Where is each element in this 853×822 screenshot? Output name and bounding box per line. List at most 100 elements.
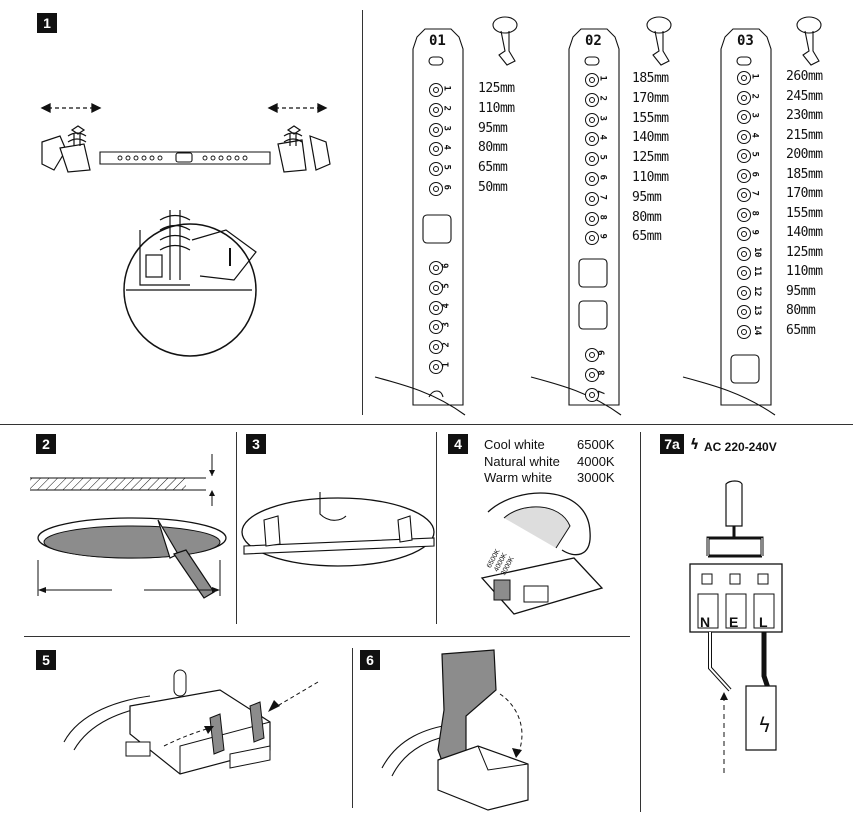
size-label: 95mm [786, 283, 816, 299]
mounting-hole [737, 324, 751, 339]
mounting-hole [737, 207, 751, 222]
step-6-badge: 6 [360, 650, 380, 670]
cct-natural-kelvin: 4000K [577, 454, 615, 469]
mounting-hole [585, 211, 599, 226]
mounting-hole [429, 102, 443, 117]
divider-5-6 [352, 648, 353, 808]
hole-number: 5 [597, 154, 608, 160]
step-7a-badge: 7a [660, 434, 684, 454]
step-6-illustration [381, 649, 529, 811]
mounting-hole [737, 71, 751, 85]
size-label: 140mm [632, 130, 669, 146]
mounting-hole [585, 112, 599, 127]
size-label: 125mm [632, 150, 669, 166]
size-label: 215mm [786, 127, 823, 143]
divider-top-horizontal [0, 424, 853, 425]
step-1-illustration [40, 102, 331, 357]
hole-number: 4 [441, 303, 452, 309]
step-2-illustration [30, 454, 227, 599]
hole-number: 9 [749, 229, 760, 235]
hole-number: 6 [597, 174, 608, 180]
hole-number: 5 [441, 283, 452, 289]
hole-number: 5 [749, 151, 760, 157]
hole-number: 6 [441, 263, 452, 269]
size-label: 110mm [786, 264, 823, 279]
hole-number: 6 [749, 171, 760, 176]
step-1-badge: 1 [37, 13, 57, 33]
size-label: 80mm [786, 303, 816, 318]
hole-number: 7 [597, 194, 608, 200]
mounting-hole [737, 149, 751, 163]
terminal-n: N [700, 614, 711, 630]
step-5-illustration [63, 669, 319, 775]
size-label: 65mm [632, 229, 662, 245]
mounting-hole [429, 280, 443, 295]
size-label: 95mm [632, 189, 662, 205]
hole-number: 5 [441, 164, 452, 170]
size-label: 140mm [786, 225, 823, 240]
hole-number: 3 [597, 115, 608, 121]
size-label: 245mm [786, 88, 823, 104]
size-label: 155mm [786, 205, 823, 221]
hole-number: 4 [441, 144, 452, 150]
mounting-hole [585, 348, 599, 362]
size-label: 110mm [632, 170, 669, 185]
divider-2-3 [236, 432, 237, 624]
mounting-hole [429, 360, 443, 374]
cct-cool-kelvin: 6500K [577, 437, 615, 452]
hole-number: 3 [441, 125, 452, 131]
hole-number: 9 [597, 350, 608, 356]
mounting-hole [585, 73, 599, 87]
mounting-hole [585, 231, 599, 246]
mounting-hole [429, 182, 443, 196]
size-label: 260mm [786, 69, 823, 84]
step-3-badge: 3 [246, 434, 266, 454]
mounting-hole [429, 340, 443, 355]
size-label: 65mm [786, 322, 816, 338]
hole-number: 1 [749, 73, 760, 79]
mounting-hole [429, 300, 443, 315]
hole-number: 7 [597, 390, 608, 396]
size-label: 65mm [478, 160, 508, 176]
bracket-01-label: 01 [429, 33, 446, 49]
hole-number: 8 [749, 210, 760, 215]
hole-number: 2 [441, 342, 452, 348]
size-label: 80mm [478, 140, 508, 156]
size-label: 230mm [786, 108, 823, 123]
mounting-hole [737, 246, 751, 261]
size-label: 155mm [632, 110, 669, 126]
mounting-hole [585, 92, 599, 107]
size-label: 170mm [786, 186, 823, 201]
hole-number: 4 [597, 134, 608, 140]
mounting-hole [737, 129, 751, 144]
hole-number: 1 [441, 362, 452, 368]
mounting-hole [737, 110, 751, 124]
mounting-hole [429, 261, 443, 275]
mounting-hole [429, 83, 443, 97]
step-7a-illustration: ϟ [689, 480, 783, 776]
hole-number: 11 [751, 266, 762, 276]
mounting-hole [737, 168, 751, 183]
size-label: 200mm [786, 147, 823, 162]
size-label: 80mm [632, 209, 662, 225]
divider-top-vertical [362, 10, 363, 415]
hole-number: 13 [751, 305, 762, 315]
mounting-hole [737, 305, 751, 319]
hole-number: 1 [441, 85, 452, 91]
step-4-badge: 4 [448, 434, 468, 454]
mounting-hole [585, 367, 599, 382]
hole-number: 3 [749, 112, 760, 118]
bracket-03-label: 03 [737, 33, 754, 49]
hole-number: 7 [749, 190, 760, 196]
mounting-hole [737, 266, 751, 280]
hole-number: 8 [597, 370, 608, 376]
mounting-hole [585, 152, 599, 167]
hole-number: 12 [751, 285, 762, 296]
cct-warm-kelvin: 3000K [577, 470, 615, 485]
hole-number: 2 [597, 95, 608, 101]
mounting-hole [429, 320, 443, 335]
hole-number: 6 [441, 184, 452, 190]
voltage-label: AC 220-240V [704, 440, 777, 454]
mounting-hole [737, 227, 751, 241]
step-2-badge: 2 [36, 434, 56, 454]
